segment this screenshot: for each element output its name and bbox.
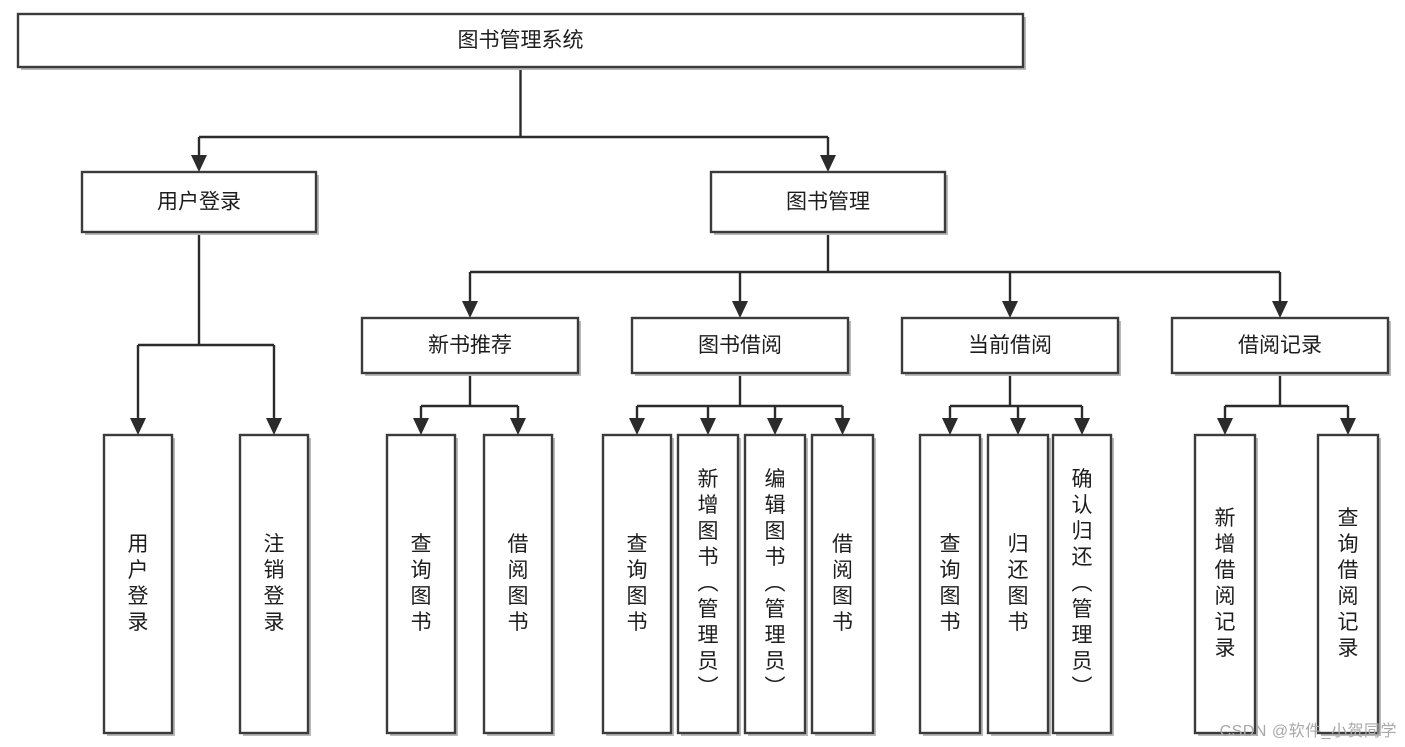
node-lf-5[interactable]: 查询图书 <box>601 433 674 736</box>
node-lf-4[interactable]: 借阅图书 <box>482 433 555 736</box>
arrow-head-icon <box>1002 301 1018 318</box>
connector-layer <box>130 67 1356 435</box>
node-label: 新增借阅记录 <box>1215 507 1236 660</box>
node-label: 查询借阅记录 <box>1338 507 1359 660</box>
node-label: 查询图书 <box>627 533 648 634</box>
arrow-head-icon <box>1010 418 1026 435</box>
arrow-head-icon <box>462 301 478 318</box>
node-label: 用户登录 <box>157 191 241 214</box>
node-lf-11[interactable]: 确认归还︵管理员︶ <box>1051 433 1114 736</box>
arrow-head-icon <box>629 418 645 435</box>
node-lf-3[interactable]: 查询图书 <box>385 433 458 736</box>
arrow-head-icon <box>1272 301 1288 318</box>
node-root[interactable]: 图书管理系统 <box>16 12 1026 70</box>
arrow-head-icon <box>700 418 716 435</box>
arrow-head-icon <box>130 418 146 435</box>
node-label: 图书管理 <box>786 191 870 214</box>
node-lf-9[interactable]: 查询图书 <box>918 433 983 736</box>
arrow-head-icon <box>942 418 958 435</box>
node-lf-8[interactable]: 借阅图书 <box>810 433 876 736</box>
node-lf-7[interactable]: 编辑图书︵管理员︶ <box>743 433 808 736</box>
node-lf-1[interactable]: 用户登录 <box>102 433 175 736</box>
arrow-head-icon <box>510 418 526 435</box>
arrow-head-icon <box>767 418 783 435</box>
arrow-head-icon <box>820 155 836 172</box>
node-label: 用户登录 <box>128 533 149 634</box>
arrow-head-icon <box>1074 418 1090 435</box>
node-lf-10[interactable]: 归还图书 <box>986 433 1051 736</box>
node-l3-3[interactable]: 当前借阅 <box>900 316 1121 376</box>
node-label: 图书管理系统 <box>458 29 584 52</box>
arrow-head-icon <box>834 418 851 435</box>
arrow-head-icon <box>266 418 282 435</box>
arrow-head-icon <box>1340 418 1356 435</box>
node-label: 新书推荐 <box>428 334 512 357</box>
node-label: 借阅图书 <box>832 533 853 634</box>
node-lf-13[interactable]: 查询借阅记录 <box>1316 433 1381 736</box>
node-l3-2[interactable]: 图书借阅 <box>630 316 851 376</box>
arrow-head-icon <box>413 418 429 435</box>
arrow-head-icon <box>732 301 748 318</box>
node-lf-12[interactable]: 新增借阅记录 <box>1193 433 1258 736</box>
node-label: 确认归还︵管理员︶ <box>1072 468 1093 699</box>
node-label: 图书借阅 <box>698 334 782 357</box>
node-layer: 图书管理系统用户登录图书管理新书推荐图书借阅当前借阅借阅记录用户登录注销登录查询… <box>16 12 1391 736</box>
node-l3-1[interactable]: 新书推荐 <box>360 316 581 376</box>
arrow-head-icon <box>1217 418 1233 435</box>
node-l2-1[interactable]: 用户登录 <box>80 170 319 235</box>
node-label: 注销登录 <box>264 533 285 634</box>
arrow-head-icon <box>191 155 207 172</box>
node-label: 编辑图书︵管理员︶ <box>765 468 786 699</box>
node-lf-6[interactable]: 新增图书︵管理员︶ <box>676 433 741 736</box>
node-lf-2[interactable]: 注销登录 <box>238 433 311 736</box>
node-label: 归还图书 <box>1008 533 1029 634</box>
node-label: 借阅记录 <box>1238 334 1322 357</box>
node-label: 查询图书 <box>411 533 432 634</box>
node-l3-4[interactable]: 借阅记录 <box>1170 316 1391 376</box>
node-label: 借阅图书 <box>508 533 529 634</box>
node-label: 当前借阅 <box>968 334 1052 357</box>
node-l2-2[interactable]: 图书管理 <box>709 170 948 235</box>
node-label: 新增图书︵管理员︶ <box>698 468 719 699</box>
node-label: 查询图书 <box>940 533 961 634</box>
